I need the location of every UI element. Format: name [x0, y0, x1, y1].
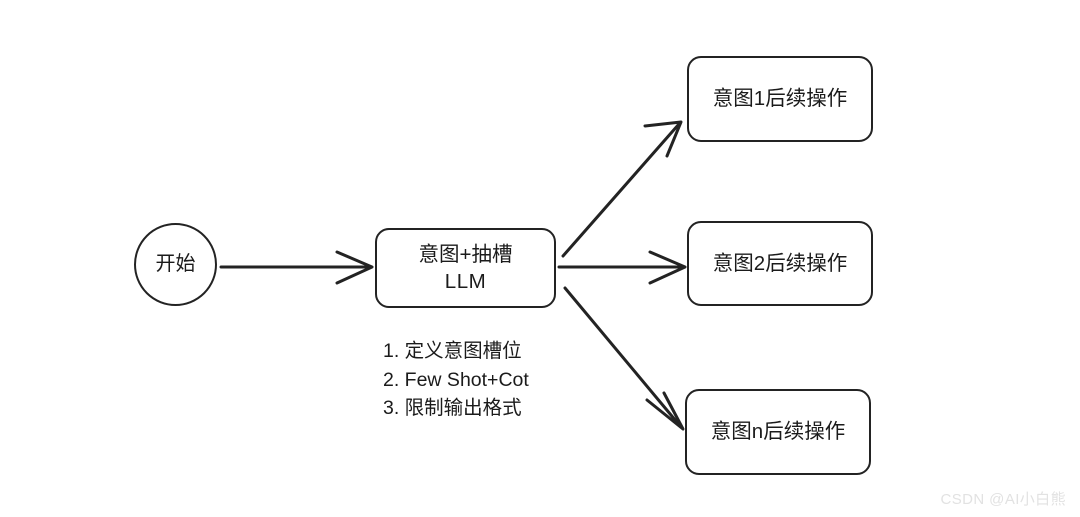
node-intent2-followup-label: 意图2后续操作 [712, 251, 848, 275]
node-llm-label-line1: 意图+抽槽 [418, 242, 513, 266]
llm-note-item: 3. 限制输出格式 [383, 397, 522, 420]
edge-llm-to-out1 [561, 120, 683, 258]
node-llm[interactable]: 意图+抽槽 LLM [375, 228, 556, 308]
node-start-label: 开始 [155, 253, 196, 276]
node-intent2-followup[interactable]: 意图2后续操作 [687, 221, 873, 306]
edge-llm-to-out2 [557, 250, 687, 285]
node-start[interactable]: 开始 [134, 223, 217, 306]
node-intent1-followup[interactable]: 意图1后续操作 [687, 56, 873, 142]
node-intentn-followup[interactable]: 意图n后续操作 [685, 389, 871, 475]
llm-note-item: 2. Few Shot+Cot [383, 368, 529, 391]
watermark: CSDN @AI小白熊 [940, 491, 1066, 508]
node-intentn-followup-label: 意图n后续操作 [710, 420, 846, 444]
edge-start-to-llm [219, 250, 374, 285]
llm-note-item: 1. 定义意图槽位 [383, 340, 522, 362]
llm-notes-list: 1. 定义意图槽位 2. Few Shot+Cot 3. 限制输出格式 [383, 337, 529, 423]
node-llm-label-line2: LLM [444, 270, 487, 293]
node-intent1-followup-label: 意图1后续操作 [712, 87, 848, 111]
edge-llm-to-out3 [563, 286, 685, 431]
